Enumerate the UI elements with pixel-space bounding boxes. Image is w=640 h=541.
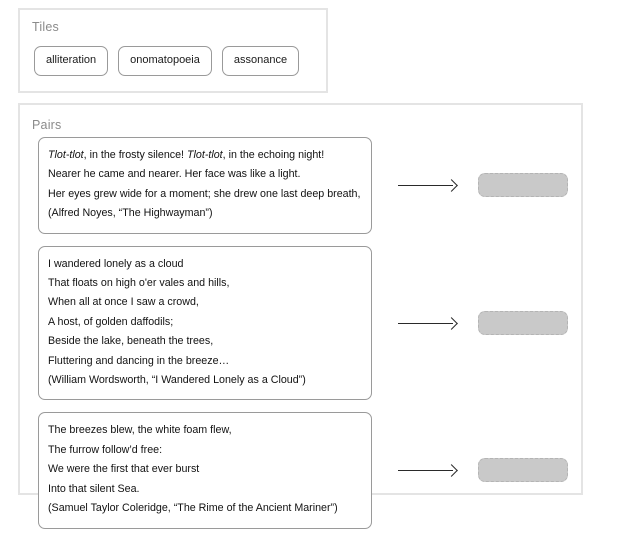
- excerpt-emphasis: Tlot-tlot: [187, 149, 223, 161]
- excerpt-text: Fluttering and dancing in the breeze…: [48, 354, 230, 367]
- tiles-panel-title: Tiles: [32, 20, 59, 34]
- excerpt-text: A host, of golden daffodils;: [48, 315, 174, 328]
- excerpt-line: (Samuel Taylor Coleridge, “The Rime of t…: [48, 499, 362, 518]
- excerpt-line: Her eyes grew wide for a moment; she dre…: [48, 185, 362, 204]
- dropzone[interactable]: [478, 311, 568, 336]
- arrow-shaft: [398, 185, 453, 187]
- pairs-panel-title: Pairs: [32, 118, 62, 132]
- tiles-panel: Tiles alliteration onomatopoeia assonance: [18, 8, 328, 93]
- excerpt-text: Beside the lake, beneath the trees,: [48, 335, 214, 348]
- excerpt-emphasis: Tlot-tlot: [48, 149, 84, 161]
- arrow-right-icon: [398, 464, 460, 477]
- excerpt-text: The breezes blew, the white foam flew,: [48, 424, 232, 437]
- excerpt-text: , in the frosty silence!: [83, 149, 187, 161]
- excerpt-line: That floats on high o'er vales and hills…: [48, 274, 362, 293]
- tile-chip[interactable]: onomatopoeia: [118, 46, 212, 76]
- arrow-right-icon: [398, 316, 460, 330]
- excerpt-line: I wandered lonely as a cloud: [48, 255, 362, 274]
- excerpt-line: The breezes blew, the white foam flew,: [48, 421, 362, 440]
- excerpt-line: When all at once I saw a crowd,: [48, 293, 362, 312]
- excerpt-text: , in the echoing night!: [222, 149, 325, 161]
- excerpt-text: We were the first that ever burst: [48, 463, 200, 476]
- excerpt-line: Tlot-tlot, in the frosty silence! Tlot-t…: [48, 146, 362, 165]
- pair-row: Tlot-tlot, in the frosty silence! Tlot-t…: [20, 137, 581, 234]
- excerpt-text: (William Wordsworth, “I Wandered Lonely …: [48, 374, 306, 387]
- arrow-shaft: [398, 323, 453, 325]
- excerpt-text: Her eyes grew wide for a moment; she dre…: [48, 187, 361, 200]
- arrow-head: [445, 464, 458, 477]
- excerpt-text: That floats on high o'er vales and hills…: [48, 277, 230, 290]
- arrow-head: [445, 316, 458, 330]
- excerpt-text: (Alfred Noyes, “The Highwayman”): [48, 207, 213, 220]
- excerpt-line: (William Wordsworth, “I Wandered Lonely …: [48, 371, 362, 390]
- arrow-shaft: [398, 470, 453, 472]
- dropzone[interactable]: [478, 458, 568, 483]
- pairs-panel: Pairs Tlot-tlot, in the frosty silence! …: [18, 103, 583, 529]
- excerpt-line: Fluttering and dancing in the breeze…: [48, 352, 362, 371]
- excerpt-card: Tlot-tlot, in the frosty silence! Tlot-t…: [38, 137, 372, 234]
- excerpt-text: The furrow follow’d free:: [48, 443, 163, 456]
- tiles-row: alliteration onomatopoeia assonance: [34, 46, 300, 76]
- excerpt-line: A host, of golden daffodils;: [48, 313, 362, 332]
- tile-chip[interactable]: assonance: [221, 46, 300, 76]
- excerpt-line: Nearer he came and nearer. Her face was …: [48, 165, 362, 184]
- pairs-list: Tlot-tlot, in the frosty silence! Tlot-t…: [20, 137, 581, 541]
- arrow-right-icon: [398, 178, 460, 192]
- excerpt-line: The furrow follow’d free:: [48, 441, 362, 460]
- excerpt-text: Into that silent Sea.: [48, 482, 140, 495]
- excerpt-card: The breezes blew, the white foam flew, Th…: [38, 412, 372, 529]
- excerpt-text: When all at once I saw a crowd,: [48, 296, 199, 309]
- excerpt-line: (Alfred Noyes, “The Highwayman”): [48, 204, 362, 223]
- arrow-head: [445, 178, 458, 192]
- excerpt-line: Beside the lake, beneath the trees,: [48, 332, 362, 351]
- pair-row: The breezes blew, the white foam flew, Th…: [20, 412, 581, 529]
- excerpt-text: Nearer he came and nearer. Her face was …: [48, 168, 301, 181]
- excerpt-line: We were the first that ever burst: [48, 460, 362, 479]
- tile-chip[interactable]: alliteration: [34, 46, 109, 76]
- excerpt-text: I wandered lonely as a cloud: [48, 257, 184, 270]
- excerpt-text: (Samuel Taylor Coleridge, “The Rime of t…: [48, 502, 338, 515]
- dropzone[interactable]: [478, 173, 568, 198]
- excerpt-line: Into that silent Sea.: [48, 480, 362, 499]
